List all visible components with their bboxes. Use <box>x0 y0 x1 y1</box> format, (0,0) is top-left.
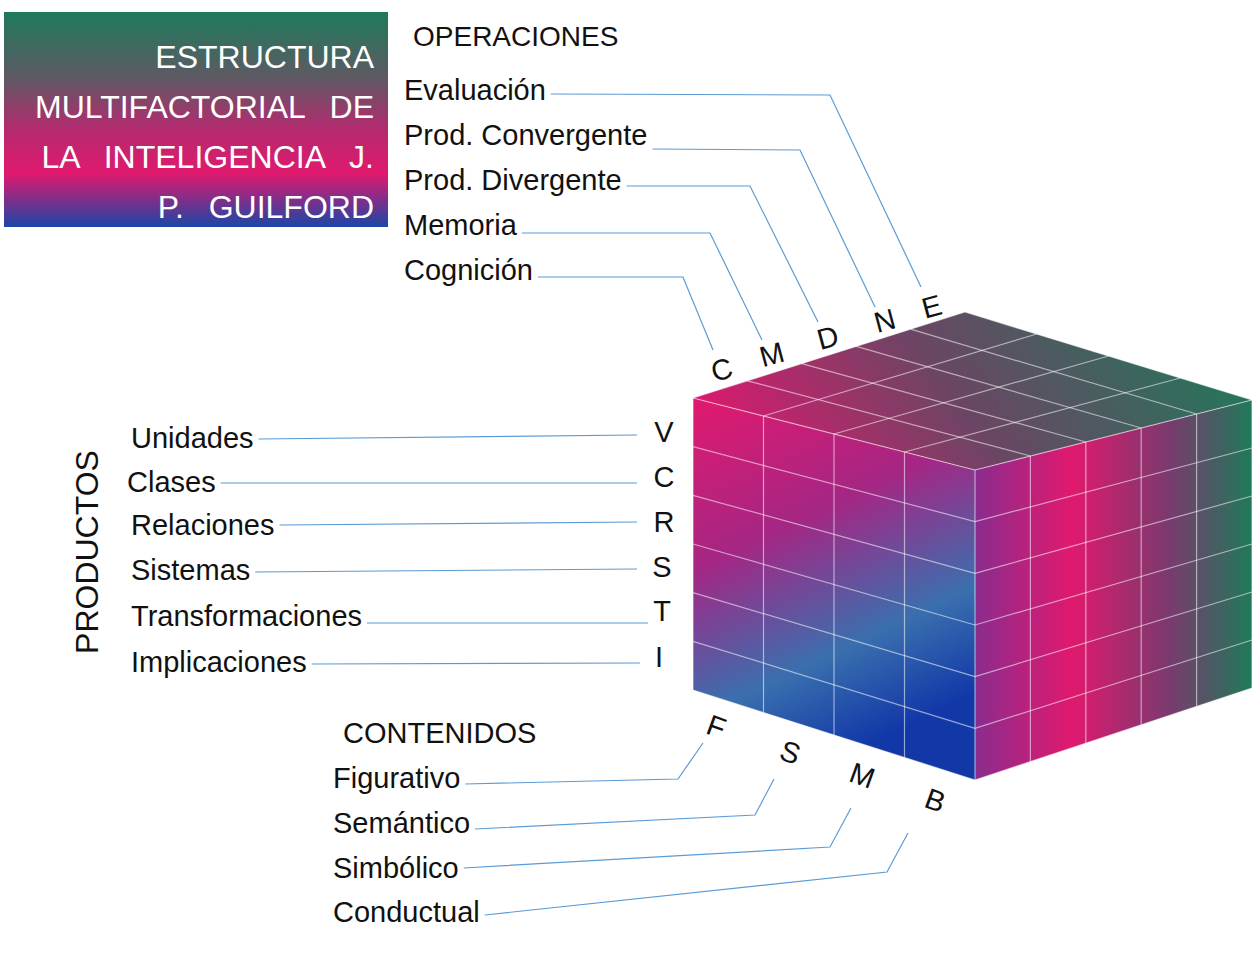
cube-right-face <box>975 400 1252 780</box>
operation-name: Prod. Convergente <box>404 121 647 150</box>
leader-line <box>259 435 637 439</box>
grid-line <box>692 398 693 690</box>
title-text: ESTRUCTURA MULTIFACTORIAL DE LA INTELIGE… <box>22 32 374 232</box>
grid-line <box>975 688 1252 780</box>
leader-line <box>464 808 851 868</box>
section-heading: PRODUCTOS <box>71 450 103 654</box>
axis-letter: S <box>652 553 671 582</box>
leader-line <box>475 779 774 829</box>
grid-line <box>975 544 1252 625</box>
leader-line <box>255 569 637 572</box>
product-name: Transformaciones <box>131 602 362 631</box>
grid-line <box>1251 400 1252 688</box>
product-name: Unidades <box>131 424 254 453</box>
content-name: Simbólico <box>333 854 459 883</box>
operation-name: Memoria <box>404 211 517 240</box>
leader-line <box>522 233 762 340</box>
grid-line <box>764 334 1037 416</box>
product-name: Relaciones <box>131 511 274 540</box>
axis-letter: E <box>919 290 945 323</box>
grid-line <box>693 690 975 780</box>
section-heading: CONTENIDOS <box>343 719 536 748</box>
axis-letter: M <box>846 758 879 794</box>
grid-line <box>975 400 1252 470</box>
grid-line <box>693 495 975 573</box>
grid-line <box>834 356 1109 434</box>
axis-letter: N <box>871 304 899 337</box>
title-banner: ESTRUCTURA MULTIFACTORIAL DE LA INTELIGE… <box>4 12 388 227</box>
leader-line <box>367 622 648 623</box>
leader-line <box>627 186 818 322</box>
operation-name: Cognición <box>404 256 533 285</box>
axis-letter: D <box>814 321 842 354</box>
grid-line <box>965 312 1252 400</box>
grid-line <box>693 544 975 625</box>
leader-line <box>485 833 908 915</box>
operation-name: Evaluación <box>404 76 546 105</box>
grid-line <box>905 378 1181 452</box>
grid-line <box>693 593 975 677</box>
cube-grid <box>693 312 1252 780</box>
grid-line <box>975 496 1252 573</box>
axis-letter: V <box>654 418 673 447</box>
axis-letter: C <box>708 353 736 386</box>
axis-letter: T <box>653 597 671 626</box>
product-name: Sistemas <box>131 556 250 585</box>
axis-letter: F <box>703 710 730 743</box>
content-name: Conductual <box>333 898 480 927</box>
axis-letter: B <box>921 784 949 818</box>
leader-line <box>538 277 713 350</box>
axis-letter: I <box>655 643 663 672</box>
grid-line <box>693 312 965 398</box>
operation-name: Prod. Divergente <box>404 166 622 195</box>
axis-letter: M <box>757 338 788 372</box>
grid-line <box>693 398 975 470</box>
axis-letter: S <box>776 736 804 770</box>
content-name: Figurativo <box>333 764 460 793</box>
product-name: Implicaciones <box>131 648 307 677</box>
grid-line <box>974 470 975 780</box>
leader-line <box>312 663 640 664</box>
grid-line <box>975 640 1252 728</box>
leader-line <box>221 482 637 483</box>
grid-line <box>975 592 1252 677</box>
section-heading: OPERACIONES <box>413 23 618 51</box>
grid-line <box>693 641 975 728</box>
cube-front-face <box>693 398 975 780</box>
content-name: Semántico <box>333 809 470 838</box>
leader-line <box>465 743 703 784</box>
leader-line <box>279 522 637 525</box>
product-name: Clases <box>127 468 216 497</box>
axis-letter: C <box>654 463 675 492</box>
axis-letter: R <box>654 508 675 537</box>
grid-line <box>693 447 975 522</box>
